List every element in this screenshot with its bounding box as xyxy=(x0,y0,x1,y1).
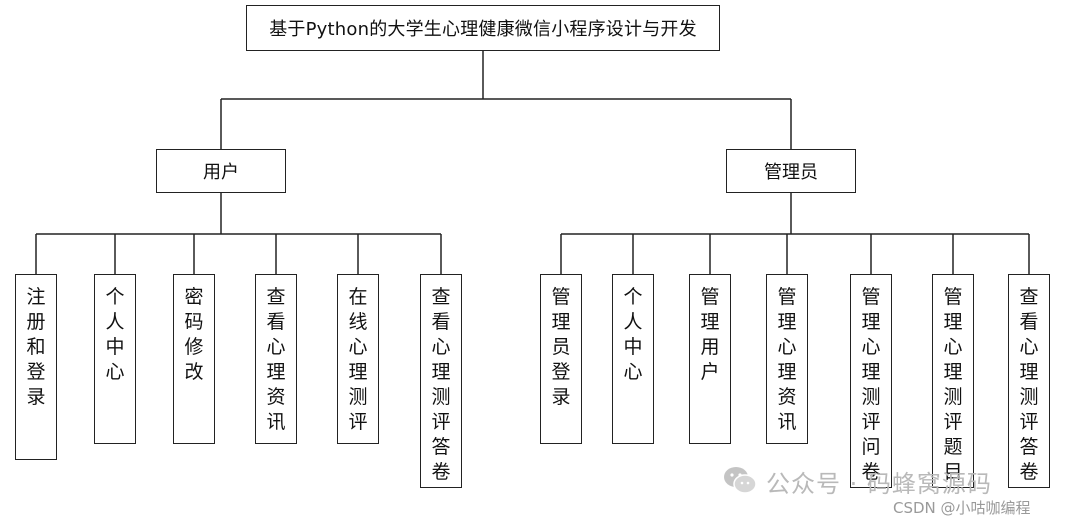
leaf-node: 个人中心 xyxy=(612,274,654,444)
leaf-node: 查看心理测评答卷 xyxy=(1008,274,1050,488)
leaf-node: 管理用户 xyxy=(689,274,731,444)
group-label-user: 用户 xyxy=(203,162,239,183)
root-node: 基于Python的大学生心理健康微信小程序设计与开发 xyxy=(246,5,720,51)
leaf-node: 管理心理资讯 xyxy=(766,274,808,444)
leaf-node: 管理心理测评题目 xyxy=(932,274,974,488)
leaf-label: 管理心理测评问卷 xyxy=(861,286,881,483)
watermark-credit: CSDN @小咕咖编程 xyxy=(893,499,1031,517)
group-label-admin: 管理员 xyxy=(764,162,818,183)
leaf-node: 注册和登录 xyxy=(15,274,57,460)
wechat-icon xyxy=(724,467,757,494)
group-node-user: 用户 xyxy=(156,149,286,193)
leaf-node: 管理心理测评问卷 xyxy=(850,274,892,488)
leaf-node: 管理员登录 xyxy=(540,274,582,444)
leaf-label: 查看心理测评答卷 xyxy=(431,286,451,483)
leaf-label: 管理员登录 xyxy=(551,286,571,408)
leaf-node: 在线心理测评 xyxy=(337,274,379,444)
leaf-label: 查看心理资讯 xyxy=(266,286,286,433)
leaf-label: 密码修改 xyxy=(184,286,204,383)
group-node-admin: 管理员 xyxy=(726,149,856,193)
leaf-label: 管理用户 xyxy=(700,286,720,383)
leaf-label: 在线心理测评 xyxy=(348,286,368,433)
leaf-node: 查看心理测评答卷 xyxy=(420,274,462,488)
leaf-node: 个人中心 xyxy=(94,274,136,444)
watermark-text: 公众号 · 码蜂窝源码 xyxy=(766,469,992,498)
watermark: 公众号 · 码蜂窝源码 xyxy=(722,462,992,500)
leaf-label: 管理心理测评题目 xyxy=(943,286,963,483)
leaf-label: 个人中心 xyxy=(623,286,643,383)
leaf-label: 管理心理资讯 xyxy=(777,286,797,433)
root-label: 基于Python的大学生心理健康微信小程序设计与开发 xyxy=(269,19,697,40)
leaf-node: 查看心理资讯 xyxy=(255,274,297,444)
leaf-node: 密码修改 xyxy=(173,274,215,444)
leaf-label: 注册和登录 xyxy=(26,286,46,408)
leaf-label: 个人中心 xyxy=(105,286,125,383)
leaf-label: 查看心理测评答卷 xyxy=(1019,286,1039,483)
